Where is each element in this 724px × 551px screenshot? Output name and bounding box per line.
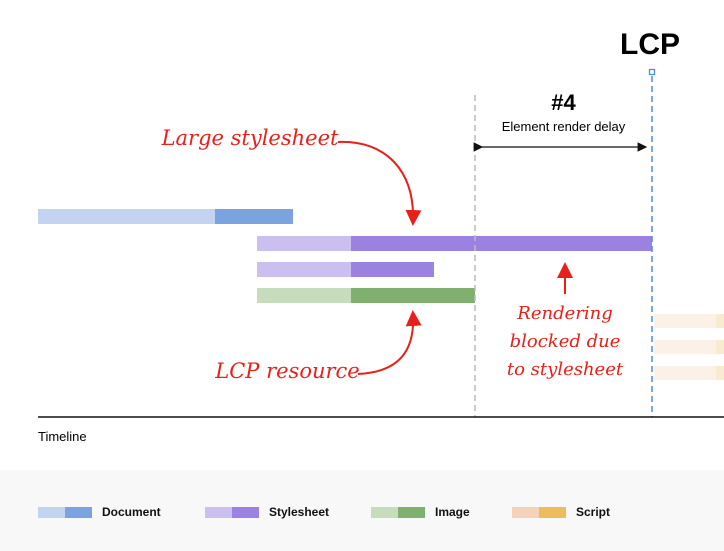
legend-label: Stylesheet [269,505,330,519]
document-bar-light [38,209,215,224]
stylesheet-large-bar-light [257,236,351,251]
legend-stylesheet: Stylesheet [205,505,329,519]
lcp-resource-arrow [357,310,422,375]
large-stylesheet-arrow [337,140,422,226]
lcp-label: LCP [620,28,680,61]
legend-script: Script [512,505,610,519]
lcp-resource-annotation: LCP resource [215,359,360,383]
rendering-blocked-annotation: Rendering blocked due to stylesheet [506,303,624,380]
stylesheet-bar-light [257,262,351,277]
phase-number: #4 [551,90,576,115]
timeline-label: Timeline [38,429,87,444]
image-bar-light [257,288,351,303]
stylesheet-large-bar [351,236,652,251]
legend [0,470,724,551]
script-bar-2 [654,340,716,354]
legend-label: Script [576,505,611,519]
script-bar-3 [654,366,716,380]
script-bar-1 [654,314,716,328]
large-stylesheet-annotation: Large stylesheet [161,126,339,150]
timeline-diagram [38,68,724,418]
script-bars [654,314,724,380]
legend-label: Image [435,505,470,519]
lcp-marker [648,68,656,76]
phase-label: Element render delay [501,119,626,134]
image-bar [351,288,475,303]
legend-document: Document [38,505,161,519]
legend-label: Document [102,505,161,519]
stylesheet-bar [351,262,434,277]
document-bar [215,209,293,224]
legend-image: Image [371,505,470,519]
